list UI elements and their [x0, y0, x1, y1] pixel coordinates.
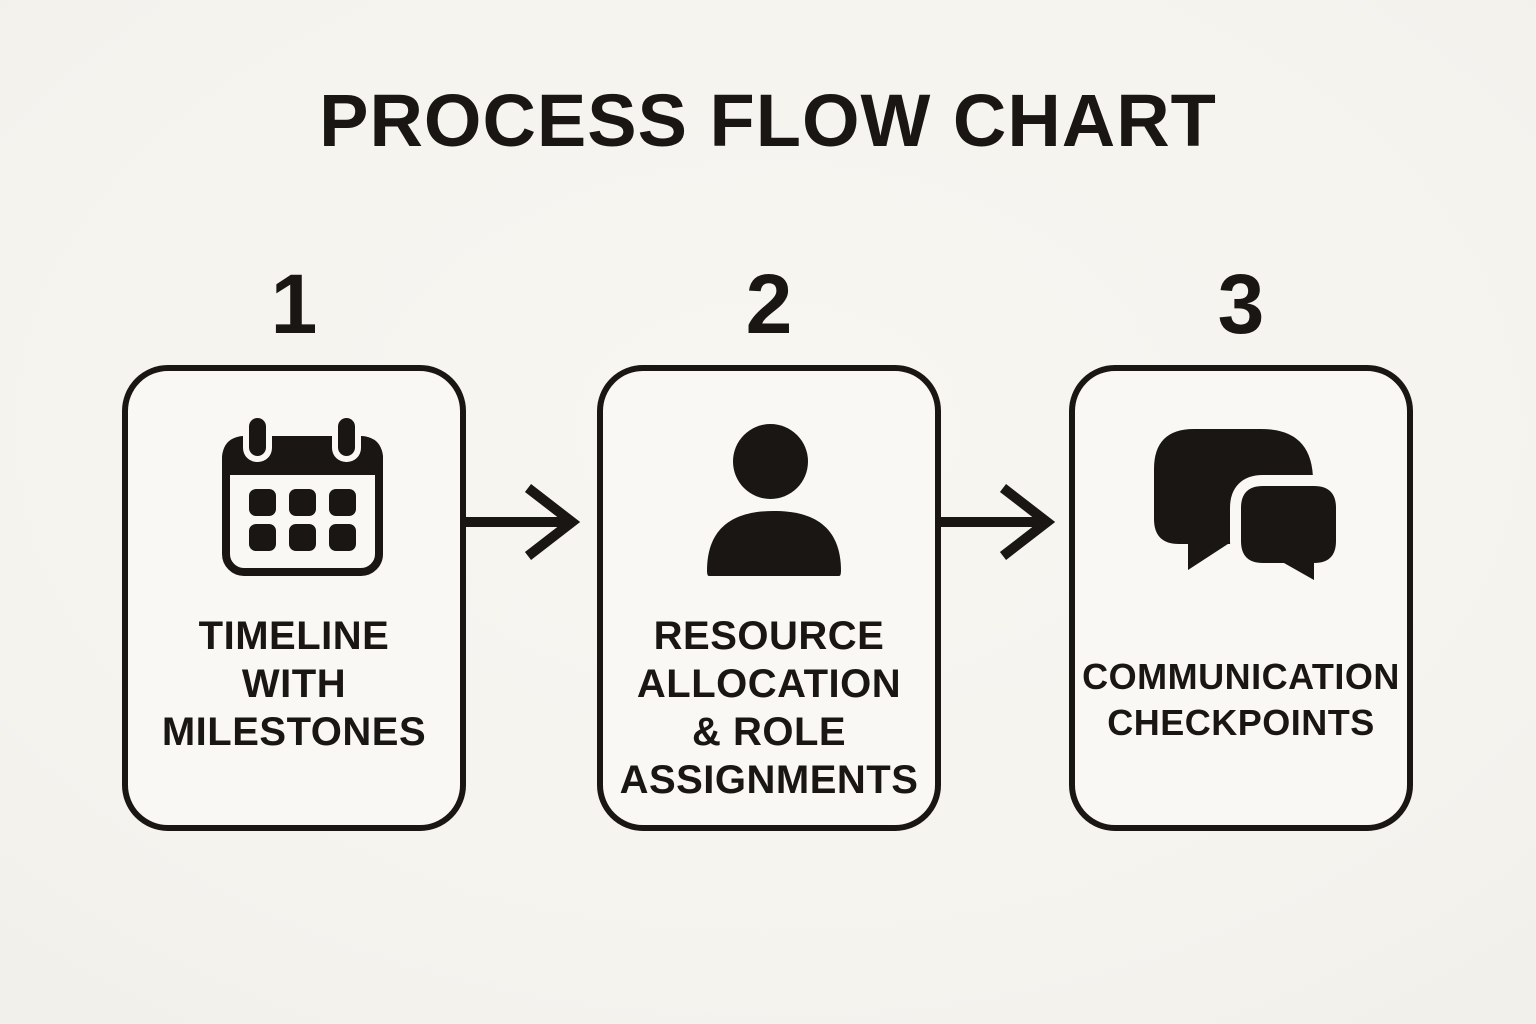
page-title: PROCESS FLOW CHART [319, 79, 1217, 162]
chat-bubbles-icon [1154, 429, 1336, 589]
step-3-number: 3 [1217, 257, 1265, 351]
step-3-label-line: COMMUNICATION [1082, 656, 1400, 697]
step-2-label-line: ASSIGNMENTS [619, 758, 919, 802]
step-1-card: TIMELINE WITH MILESTONES [122, 365, 466, 831]
step-2-label: RESOURCE ALLOCATION & ROLE ASSIGNMENTS [603, 612, 935, 804]
step-1-label-line: WITH [241, 662, 347, 706]
step-2-label-line: & ROLE [691, 710, 847, 754]
step-1-number: 1 [270, 257, 318, 351]
step-3-label-line: CHECKPOINTS [1107, 702, 1375, 743]
calendar-icon [222, 418, 383, 576]
step-1-label: TIMELINE WITH MILESTONES [128, 612, 460, 756]
arrow-right-icon [941, 484, 1056, 560]
step-3-label: COMMUNICATION CHECKPOINTS [1075, 654, 1407, 746]
step-2-label-line: ALLOCATION [636, 662, 902, 706]
step-3-card: COMMUNICATION CHECKPOINTS [1069, 365, 1413, 831]
step-1-label-line: TIMELINE [198, 614, 390, 658]
step-2-number: 2 [745, 257, 793, 351]
step-2-card: RESOURCE ALLOCATION & ROLE ASSIGNMENTS [597, 365, 941, 831]
person-icon [707, 424, 841, 576]
arrow-right-icon [466, 484, 581, 560]
step-1-label-line: MILESTONES [161, 710, 427, 754]
step-2-label-line: RESOURCE [653, 614, 885, 658]
